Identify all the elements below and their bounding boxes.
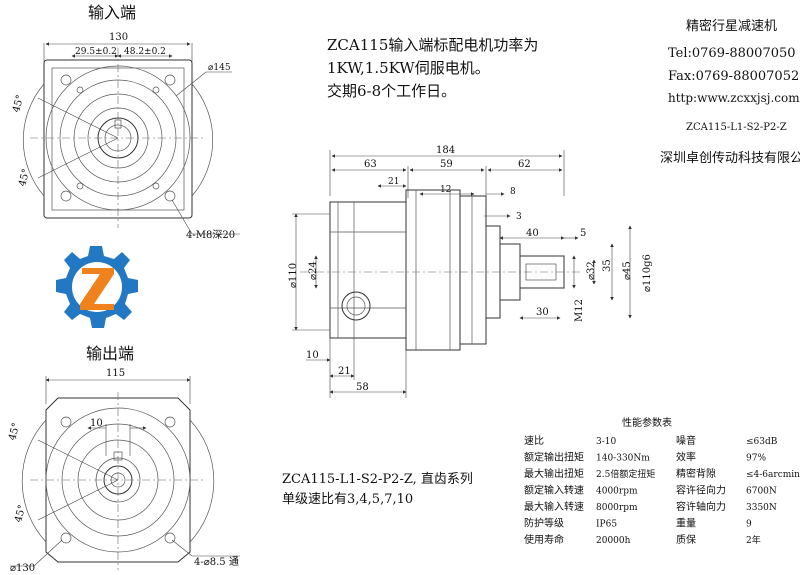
description-line2: 1KW,1.5KW伺服电机。	[327, 59, 490, 77]
spec-cell-v2: ≤4-6arcmin	[746, 470, 800, 480]
spec-cell-v2: 3350N	[746, 503, 777, 513]
spec-cell-v1: 20000h	[596, 536, 631, 546]
spec-cell-v2: ≤63dB	[746, 437, 778, 447]
side-dim-8: 8	[510, 187, 516, 197]
series-note: ZCA115-L1-S2-P2-Z, 直齿系列 单级速比有3,4,5,7,10	[282, 472, 473, 507]
input-angle-bottom: 45°	[17, 168, 32, 188]
side-dim-5: 5	[580, 228, 586, 239]
company-url: http:www.zcxxjsj.com	[668, 91, 800, 105]
output-end-view: 输出端 115 10 45° 45° ⌀	[7, 344, 240, 574]
side-dim-63: 63	[364, 159, 377, 170]
input-end-heading: 输入端	[88, 3, 136, 22]
company-name: 深圳卓创传动科技有限公司	[660, 151, 800, 166]
spec-cell-l2: 效率	[676, 451, 696, 464]
side-dim-m12: M12	[574, 299, 585, 322]
input-dim-width: 130	[109, 32, 128, 43]
output-end-heading: 输出端	[86, 344, 134, 363]
side-dim-58: 58	[356, 382, 369, 393]
input-end-view: 输入端 130 29.5±0.2 48.2±0.2	[11, 3, 240, 241]
spec-cell-l2: 容许轴向力	[676, 500, 726, 513]
description-block: ZCA115输入端标配电机功率为 1KW,1.5KW伺服电机。 交期6-8个工作…	[327, 36, 538, 100]
company-product-type: 精密行星减速机	[686, 18, 777, 34]
side-dim-21-top: 21	[388, 177, 399, 187]
spec-rows: 速比 3-10 噪音 ≤63dB 额定输出扭矩 140-330Nm 效率 97% 最大输出扭矩 2…	[524, 434, 800, 546]
side-view: 184 63 59 62 21 12 8 3	[288, 145, 653, 398]
side-dim-dia45: ⌀45	[622, 261, 633, 280]
side-dim-overall: 184	[436, 145, 455, 156]
side-dim-21-bottom: 21	[338, 366, 351, 377]
company-tel: Tel:0769-88007050	[668, 46, 796, 61]
company-logo	[56, 246, 138, 328]
spec-cell-v1: 3-10	[596, 437, 616, 447]
spec-cell-v2: 97%	[746, 454, 766, 464]
spec-cell-v2: 2年	[746, 534, 761, 546]
spec-cell-l2: 噪音	[676, 434, 696, 447]
spec-cell-l2: 容许径向力	[676, 484, 726, 497]
spec-cell-v1: 4000rpm	[596, 487, 638, 497]
output-dim-inner: 10	[90, 418, 103, 429]
output-dim-circle: ⌀130	[10, 563, 35, 574]
spec-cell-l1: 额定输入转速	[524, 484, 584, 497]
input-holes-label: 4-M8深20	[186, 229, 235, 241]
spec-cell-v1: 8000rpm	[596, 503, 638, 513]
input-dim-left: 29.5±0.2	[75, 47, 117, 57]
input-dim-right: 48.2±0.2	[124, 47, 166, 57]
company-model: ZCA115-L1-S2-P2-Z	[686, 122, 787, 133]
input-dim-circle: ⌀145	[208, 63, 231, 73]
spec-cell-l2: 重量	[676, 517, 696, 530]
side-dim-62: 62	[518, 159, 531, 170]
side-dim-dia110: ⌀110	[288, 263, 299, 288]
series-note-line2: 单级速比有3,4,5,7,10	[282, 492, 413, 507]
spec-cell-l1: 使用寿命	[524, 533, 564, 546]
company-fax: Fax:0769-88007052	[668, 69, 799, 84]
side-dim-dia32: ⌀32	[586, 261, 597, 280]
spec-cell-l2: 质保	[676, 533, 696, 546]
input-angle-top: 45°	[11, 94, 26, 114]
spec-cell-l1: 速比	[524, 435, 544, 447]
spec-cell-v2: 9	[746, 520, 752, 530]
output-dim-width: 115	[106, 368, 125, 379]
spec-cell-l1: 最大输入转速	[524, 500, 584, 513]
spec-cell-l2: 精密背隙	[676, 467, 716, 480]
spec-cell-v1: 140-330Nm	[596, 454, 650, 464]
spec-cell-l1: 防护等级	[524, 517, 564, 530]
description-line3: 交期6-8个工作日。	[327, 82, 456, 100]
spec-table-title: 性能参数表	[622, 416, 672, 429]
spec-table: 性能参数表 速比 3-10 噪音 ≤63dB 额定输出扭矩 140-330Nm 效率 97% 最…	[524, 416, 800, 546]
spec-cell-v1: 2.5倍额定扭矩	[596, 468, 655, 480]
output-angle-bottom: 45°	[13, 504, 28, 524]
spec-cell-l1: 额定输出扭矩	[524, 451, 584, 464]
spec-cell-v1: IP65	[596, 520, 617, 530]
output-holes-label: 4-⌀8.5 通	[194, 556, 239, 568]
spec-cell-l1: 最大输出扭矩	[524, 467, 584, 480]
side-dim-40: 40	[526, 228, 539, 239]
side-dim-3: 3	[516, 212, 522, 222]
company-info: 精密行星减速机 Tel:0769-88007050 Fax:0769-88007…	[660, 18, 800, 166]
spec-cell-v2: 6700N	[746, 487, 777, 497]
side-dim-dia110g6: ⌀110g6	[642, 254, 653, 292]
output-angle-top: 45°	[7, 422, 22, 442]
description-line1: ZCA115输入端标配电机功率为	[327, 36, 538, 54]
side-dim-30: 30	[536, 307, 549, 318]
side-dim-35: 35	[602, 259, 613, 272]
side-dim-10: 10	[306, 350, 319, 361]
side-dim-59: 59	[440, 159, 453, 170]
side-dim-dia24: ⌀24	[308, 261, 319, 280]
series-note-line1: ZCA115-L1-S2-P2-Z, 直齿系列	[282, 472, 473, 487]
